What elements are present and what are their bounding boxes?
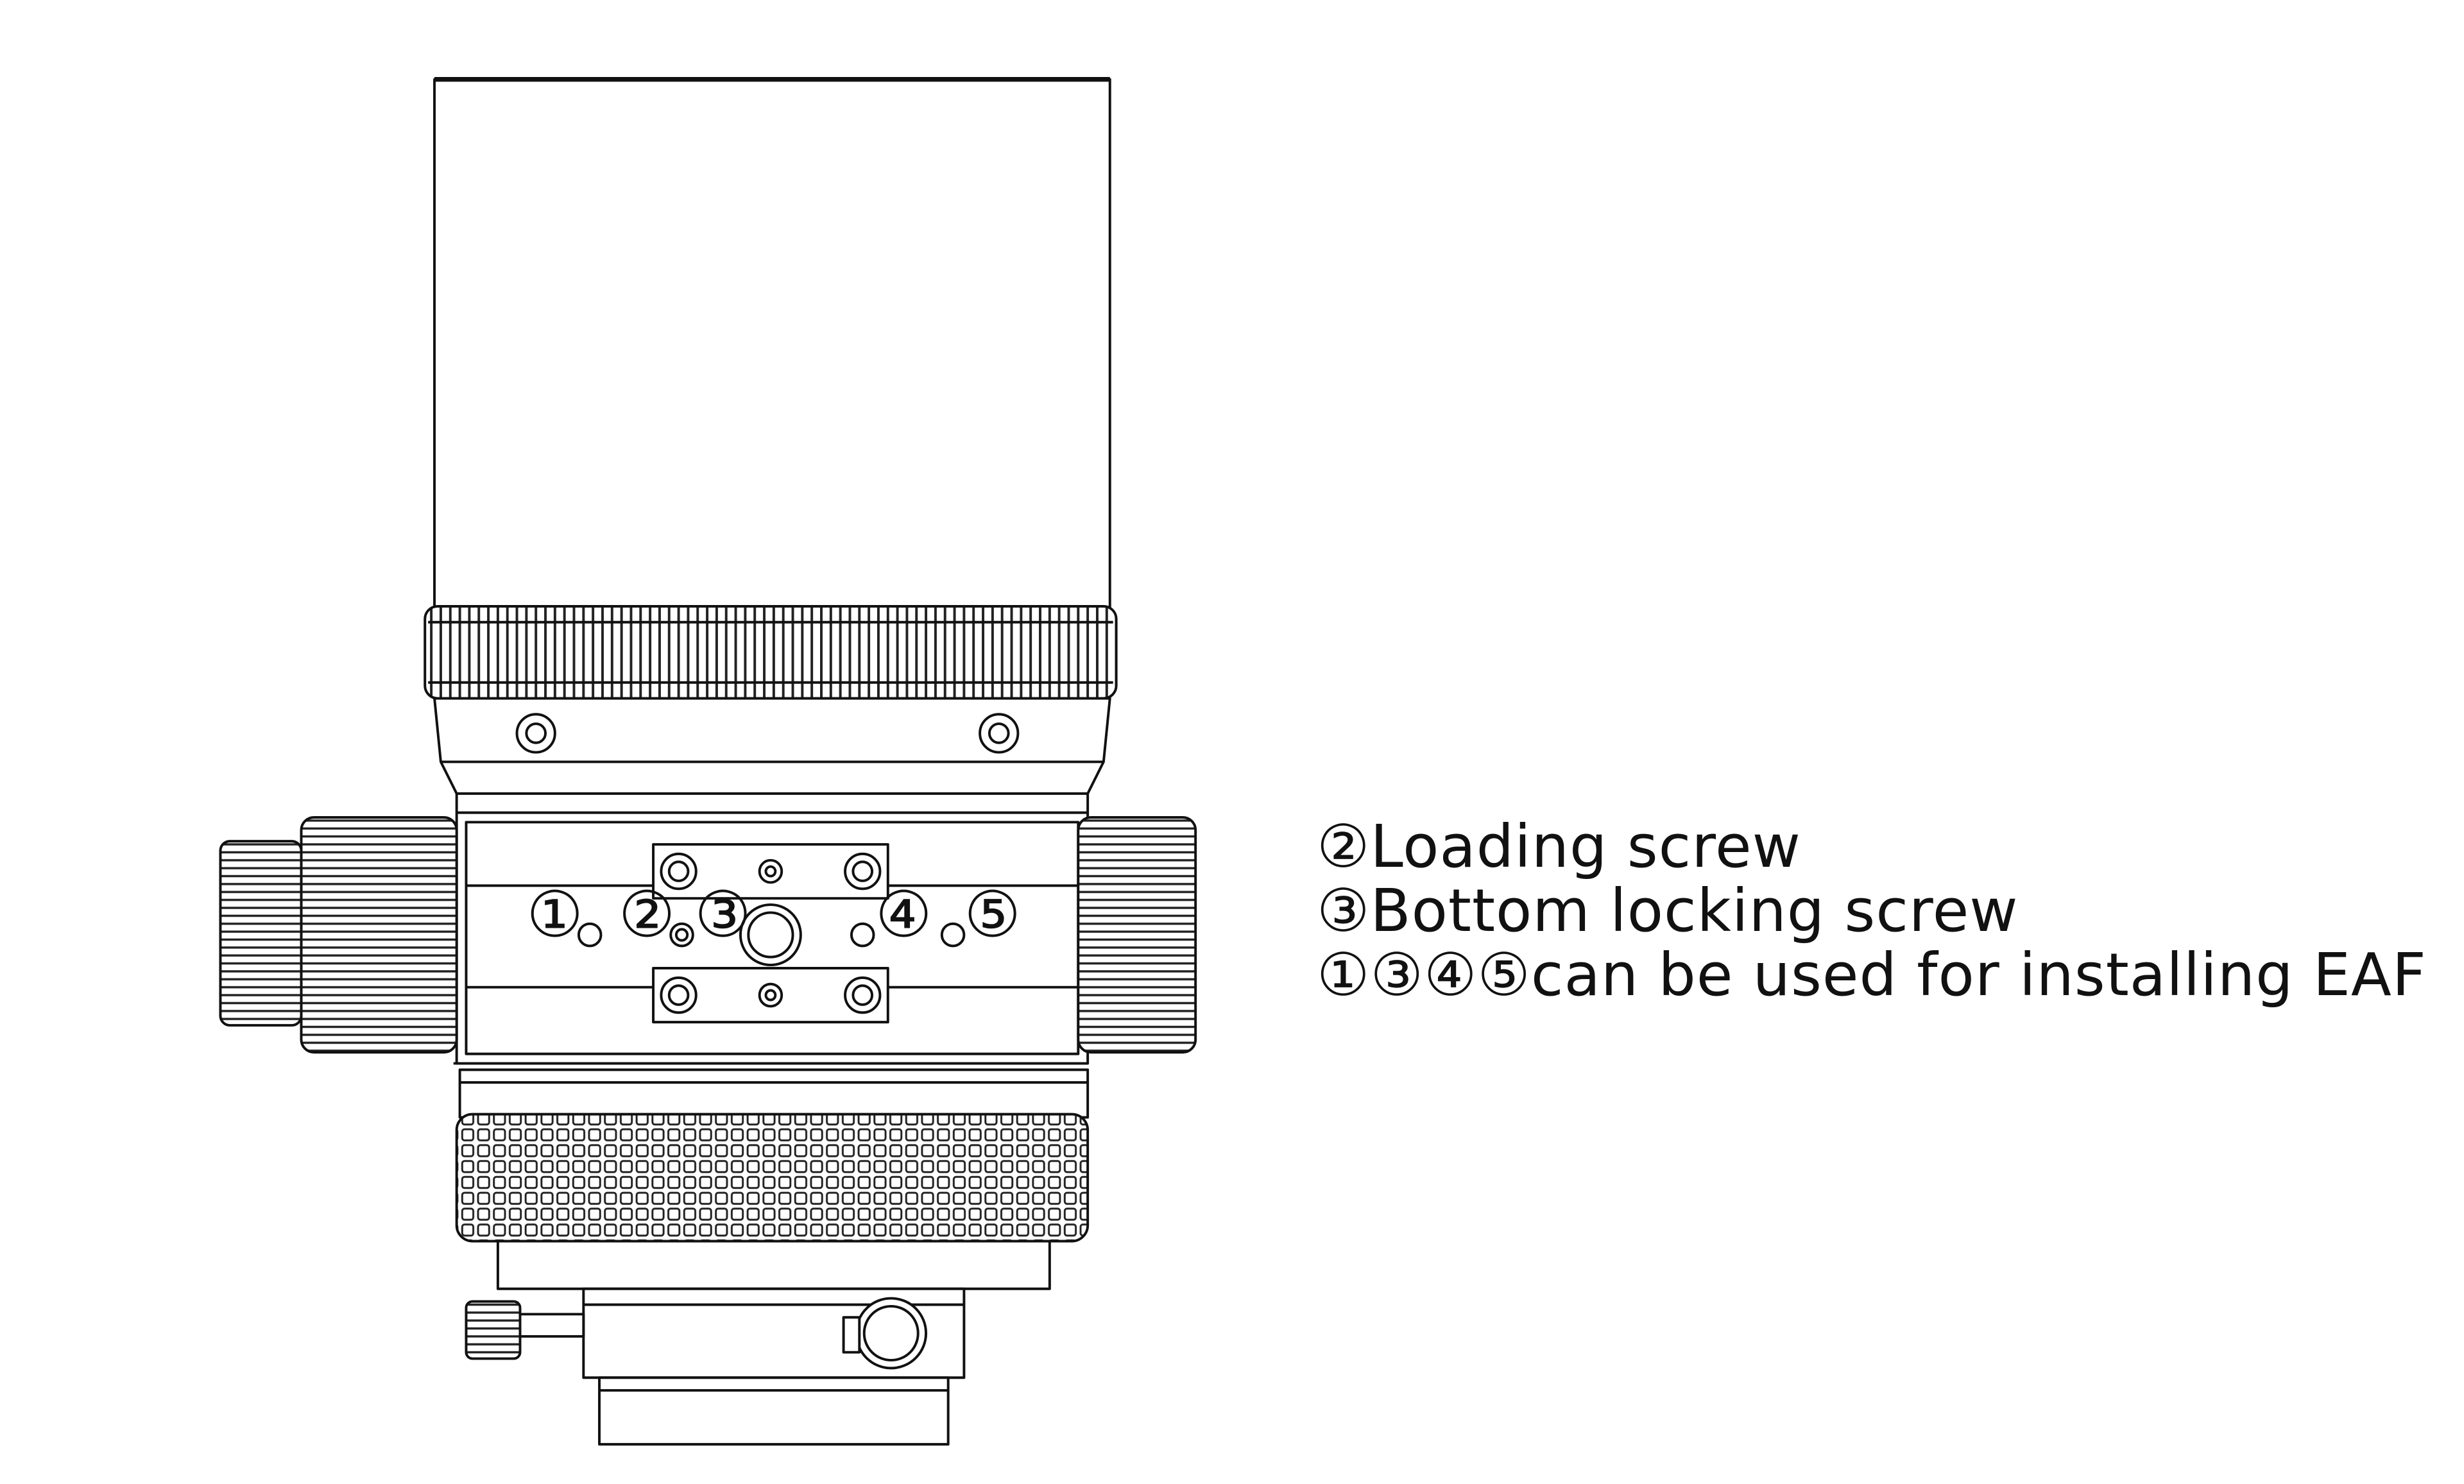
bottom-locking-screw-3 [739, 903, 802, 967]
lower-collar [496, 1240, 1051, 1290]
rotator-knurled-ring [455, 1113, 1090, 1243]
camera-adapter [465, 1287, 966, 1379]
right-focus-knob [1077, 816, 1197, 1054]
hole-4 [850, 922, 875, 948]
dew-shield [433, 76, 1111, 614]
drawtube-neck [458, 1068, 1090, 1119]
callout-4: ④ [875, 878, 932, 951]
loading-screw-2 [669, 922, 694, 948]
callout-3: ③ [694, 878, 751, 951]
bottom-thread [598, 1376, 950, 1446]
left-focus-knob [219, 816, 458, 1054]
legend-eaf-holes: ①③④⑤can be used for installing EAF [1317, 941, 2427, 1009]
callout-2: ② [619, 878, 676, 951]
tube-collar [433, 697, 1111, 795]
hole-1 [577, 922, 603, 948]
callout-1: ① [526, 878, 583, 951]
callout-5: ⑤ [964, 878, 1021, 951]
lower-bracket [652, 967, 889, 1024]
legend-bottom-locking-screw: ③Bottom locking screw [1317, 876, 2019, 945]
hole-5 [940, 922, 966, 948]
upper-bracket [652, 843, 889, 900]
legend-loading-screw: ②Loading screw [1317, 812, 1801, 881]
legend: ②Loading screw ③Bottom locking screw ①③④… [1317, 815, 2427, 1007]
screw-holes [577, 903, 966, 967]
top-knurled-ring [424, 605, 1118, 700]
